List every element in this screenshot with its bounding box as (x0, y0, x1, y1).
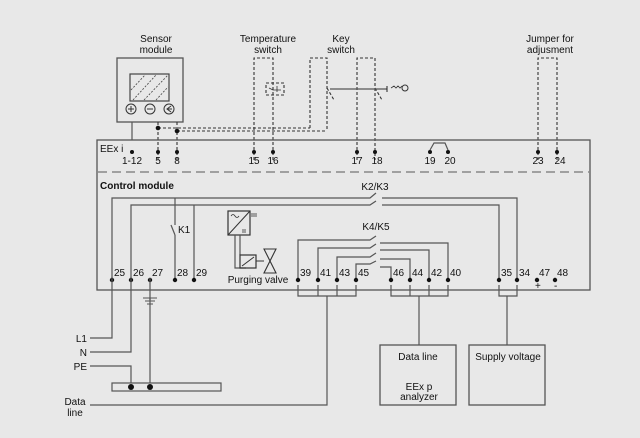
terminal-label: 27 (152, 268, 164, 279)
minus-label: - (554, 281, 557, 292)
sensor-module-label-2: module (140, 45, 173, 56)
key-switch-label-2: switch (327, 45, 355, 56)
control-terminals: 25 26 27 28 29 39 41 43 45 46 44 42 40 35 34 47 48 + - (109, 268, 569, 292)
terminal-dot (552, 277, 558, 283)
k4k5-label: K4/K5 (362, 222, 390, 233)
terminal: 1-12 (122, 156, 142, 167)
terminal-label: 41 (320, 268, 332, 279)
eex-i-label: EEx i (100, 144, 123, 155)
jumper (537, 57, 558, 160)
terminal-label: 43 (339, 268, 351, 279)
pe-busbar (111, 382, 222, 392)
pe-label: PE (74, 362, 88, 373)
terminal-label: 45 (358, 268, 370, 279)
terminal-dot (496, 277, 502, 283)
plus-button-icon (125, 103, 137, 115)
minus-button-icon (144, 103, 156, 115)
terminal-dot (295, 277, 301, 283)
terminal-dot (445, 277, 451, 283)
terminal-label: 47 (539, 268, 551, 279)
key-icon (390, 85, 403, 89)
terminal-label: 25 (114, 268, 126, 279)
key-switch-label: Key (332, 34, 349, 45)
terminal-label: 28 (177, 268, 189, 279)
terminal-label: 34 (519, 268, 531, 279)
sensor-module (116, 57, 184, 123)
terminal: 5 (155, 156, 161, 167)
temperature-switch (253, 57, 328, 160)
terminal: 17 (351, 156, 363, 167)
terminal-dot (388, 277, 394, 283)
enter-button-icon (163, 103, 175, 115)
terminal-label: 42 (431, 268, 443, 279)
enclosure (96, 139, 591, 291)
eexp-analyzer-box: Data line EEx p analyzer (379, 344, 457, 406)
terminal: 8 (174, 156, 180, 167)
terminal-label: 40 (450, 268, 462, 279)
terminal-label: 26 (133, 268, 145, 279)
terminal-label: 48 (557, 268, 569, 279)
data-line-box-label: Data line (398, 352, 438, 363)
terminal: 20 (444, 156, 456, 167)
terminal-dot (353, 277, 359, 283)
analyzer-label: analyzer (400, 392, 438, 403)
terminal-label: 35 (501, 268, 513, 279)
purging-valve: Purging valve (227, 210, 289, 286)
terminal-label: 29 (196, 268, 208, 279)
terminal: 15 (248, 156, 260, 167)
terminal-label: 46 (393, 268, 405, 279)
jumper-label: Jumper for (526, 34, 574, 45)
supply-voltage-label: Supply voltage (475, 352, 541, 363)
terminal: 23 (532, 156, 544, 167)
data-line-label-2: line (67, 408, 83, 419)
terminal-dot (407, 277, 413, 283)
temperature-switch-label: Temperature (240, 34, 297, 45)
sensor-module-label: Sensor (140, 34, 172, 45)
control-module-label: Control module (100, 181, 174, 192)
plus-label: + (535, 281, 541, 292)
terminal-label: 44 (412, 268, 424, 279)
eexi-terminals: 1-12 5 8 15 16 17 18 19 20 23 24 (122, 142, 566, 167)
k1-label: K1 (178, 225, 191, 236)
data-line-label: Data (64, 397, 86, 408)
terminal: 19 (424, 156, 436, 167)
terminal-dot (315, 277, 321, 283)
terminal-dot (426, 277, 432, 283)
terminal-label: 39 (300, 268, 312, 279)
k2k3-label: K2/K3 (361, 182, 389, 193)
terminal-dot (334, 277, 340, 283)
terminal-dot (172, 277, 178, 283)
eexp-label: EEx p (406, 382, 433, 393)
terminal-dot (534, 277, 540, 283)
temperature-switch-label-2: switch (254, 45, 282, 56)
terminal: 16 (267, 156, 279, 167)
terminal: 18 (371, 156, 383, 167)
key-switch (326, 57, 409, 160)
jumper-label-2: adjusment (527, 45, 573, 56)
supply-voltage-box: Supply voltage (468, 344, 546, 406)
n-label: N (80, 348, 87, 359)
terminal-dot (514, 277, 520, 283)
l1-label: L1 (76, 334, 88, 345)
terminal-dot (191, 277, 197, 283)
purging-valve-label: Purging valve (228, 275, 289, 286)
terminal: 24 (554, 156, 566, 167)
